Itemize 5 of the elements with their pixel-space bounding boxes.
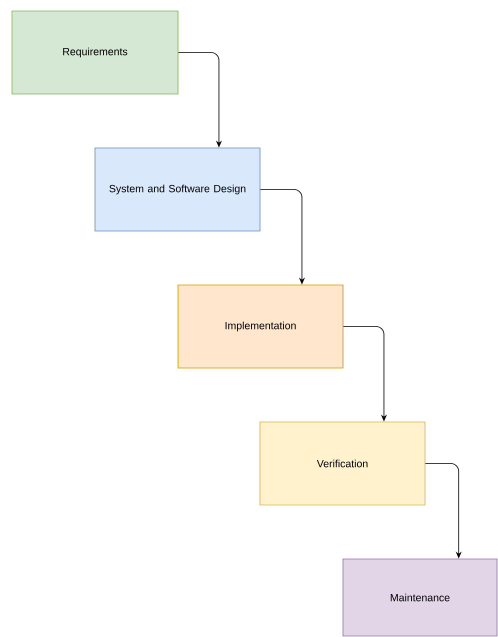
process-box: Verification [260, 422, 426, 506]
process-box: Maintenance [342, 558, 498, 636]
process-box: Implementation [178, 284, 344, 368]
process-box: Requirements [12, 10, 178, 94]
process-box: System and Software Design [94, 148, 260, 232]
